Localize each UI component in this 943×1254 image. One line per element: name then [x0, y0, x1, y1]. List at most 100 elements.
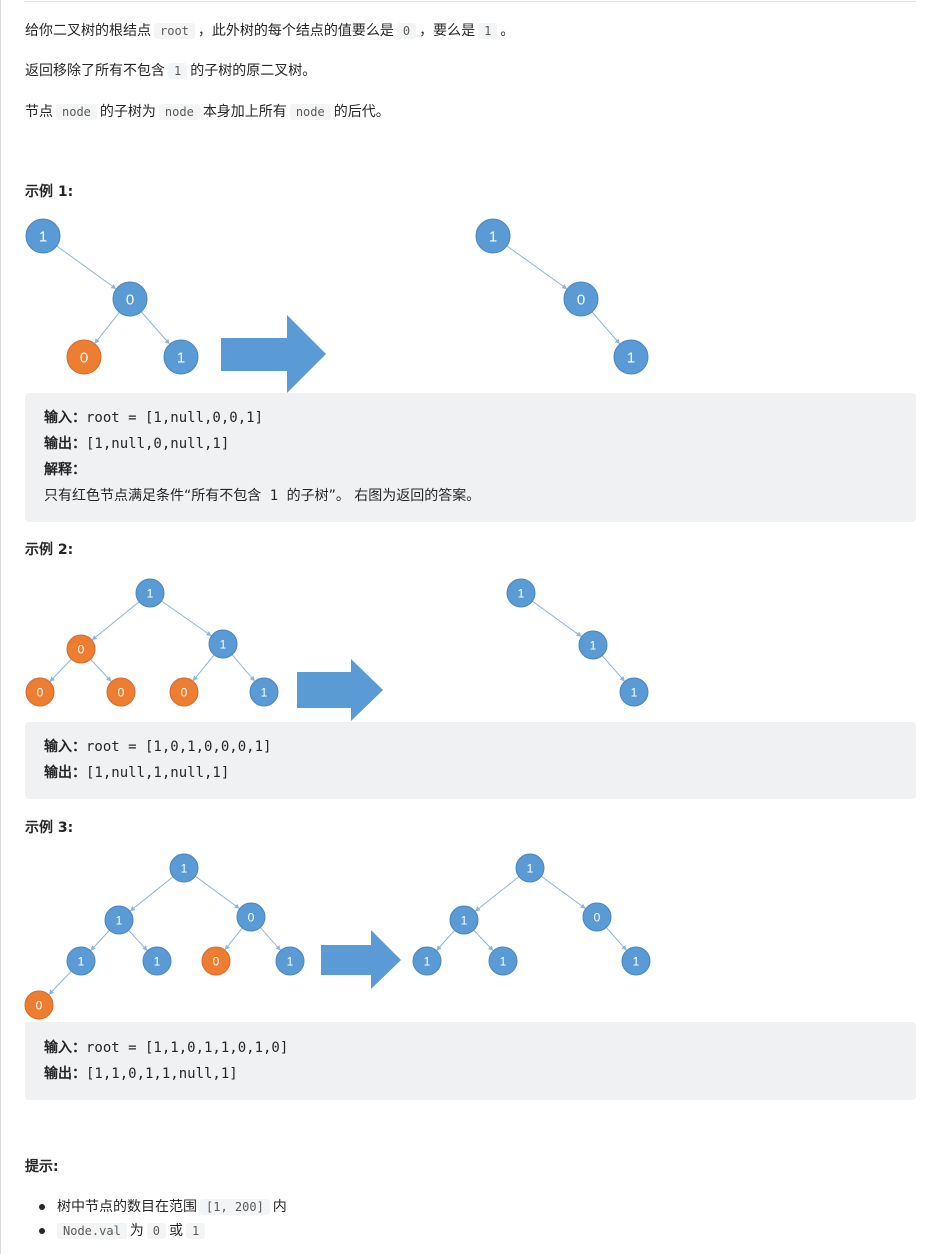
inline-code: node: [56, 104, 97, 120]
tree-node-label: 1: [39, 229, 47, 246]
tree-node: [506, 578, 536, 608]
inline-code: 0: [146, 1223, 167, 1239]
explain-text: 只有红色节点满足条件“所有不包含 1 的子树”。 右图为返回的答案。: [44, 488, 481, 504]
edge-arrowhead: [90, 945, 96, 951]
tree-node-label: 1: [424, 955, 431, 969]
edge-arrowhead: [205, 631, 212, 636]
inline-code: node: [289, 104, 331, 120]
tree-edge: [195, 875, 240, 910]
edge-arrowhead: [48, 989, 54, 995]
tree-node-label: 1: [78, 955, 85, 969]
tree-edge: [601, 655, 626, 682]
tree-node: [275, 946, 305, 976]
tree-edge: [56, 245, 117, 290]
tree-edge: [231, 654, 256, 682]
tree-node: [169, 853, 199, 883]
tree-node: [106, 677, 136, 707]
tree-node: [208, 629, 238, 659]
tree-node-label: 1: [633, 955, 640, 969]
output-label: 输出：: [44, 1066, 86, 1082]
tree-edge: [192, 654, 215, 682]
example-1-code-block: 输入：root = [1,null,0,0,1] 输出：[1,null,0,nu…: [25, 393, 916, 522]
tree-node-label: 0: [213, 955, 220, 969]
tree-node: [475, 218, 511, 254]
edge-arrowhead: [192, 675, 198, 682]
edge-arrowhead: [614, 338, 620, 345]
tree-edge: [506, 245, 568, 290]
edge-arrowhead: [110, 284, 117, 290]
input-value: root = [1,0,1,0,0,0,1]: [86, 739, 272, 755]
tree-node-label: 1: [500, 955, 507, 969]
inline-code: 0: [396, 23, 417, 39]
output-value: [1,null,0,null,1]: [86, 436, 230, 452]
example-3-title: 示例 3:: [25, 820, 74, 836]
example-2-title: 示例 2:: [25, 542, 74, 558]
output-value: [1,1,0,1,1,null,1]: [86, 1066, 238, 1082]
tree-node: [142, 946, 172, 976]
inline-code: root: [154, 23, 195, 39]
tree-node: [169, 677, 199, 707]
input-label: 输入：: [44, 739, 86, 755]
tree-edge: [49, 658, 72, 683]
edge-arrowhead: [275, 945, 281, 951]
input-value: root = [1,1,0,1,1,0,1,0]: [86, 1040, 289, 1056]
edge-arrowhead: [129, 906, 136, 912]
tree-node: [515, 853, 545, 883]
output-value: [1,null,1,null,1]: [86, 765, 230, 781]
edge-arrowhead: [436, 945, 442, 951]
output-label: 输出：: [44, 765, 86, 781]
tree-edge: [605, 927, 628, 951]
tree-edge: [532, 600, 582, 638]
tree-node-label: 1: [177, 350, 185, 367]
tree-node: [563, 281, 599, 317]
tree-node: [613, 339, 649, 375]
tree-node: [449, 905, 479, 935]
output-label: 输出：: [44, 436, 86, 452]
tree-node: [66, 339, 102, 375]
tree-node: [249, 677, 279, 707]
arrow-icon: [297, 659, 383, 721]
tree-node-label: 0: [248, 911, 255, 925]
inline-code: 1: [478, 23, 498, 39]
tree-node: [66, 946, 96, 976]
example-2-code-block: 输入：root = [1,0,1,0,0,0,1] 输出：[1,null,1,n…: [25, 722, 916, 799]
left-border: [0, 0, 1, 1254]
example-3-code-block: 输入：root = [1,1,0,1,1,0,1,0] 输出：[1,1,0,1,…: [25, 1022, 916, 1100]
tree-node: [578, 630, 608, 660]
tree-edge: [474, 876, 520, 912]
tree-node-label: 0: [37, 686, 44, 700]
tree-node-label: 1: [627, 350, 635, 367]
edge-arrowhead: [106, 676, 112, 682]
tree-edge: [129, 876, 174, 912]
tree-edge: [140, 311, 171, 345]
tree-node: [104, 905, 134, 935]
edge-arrowhead: [249, 675, 255, 682]
edge-arrowhead: [474, 906, 481, 912]
tree-node-label: 0: [577, 292, 585, 309]
tree-node-label: 0: [126, 292, 134, 309]
tree-node: [163, 339, 199, 375]
edge-arrowhead: [621, 945, 627, 951]
input-label: 输入：: [44, 1040, 86, 1056]
inline-code: [1, 200]: [200, 1199, 270, 1215]
edge-arrowhead: [94, 338, 100, 344]
tree-edge: [161, 600, 212, 637]
tree-node-label: 1: [631, 686, 638, 700]
tree-node: [236, 902, 266, 932]
edge-arrowhead: [234, 903, 240, 909]
tree-edge: [94, 312, 120, 344]
tree-edge: [90, 658, 112, 683]
tree-node: [488, 946, 518, 976]
tree-node: [582, 902, 612, 932]
tree-node: [25, 677, 55, 707]
inline-code: 1: [168, 63, 188, 79]
tree-node: [201, 946, 231, 976]
tree-node-label: 1: [527, 862, 534, 876]
tree-node-label: 1: [287, 955, 294, 969]
